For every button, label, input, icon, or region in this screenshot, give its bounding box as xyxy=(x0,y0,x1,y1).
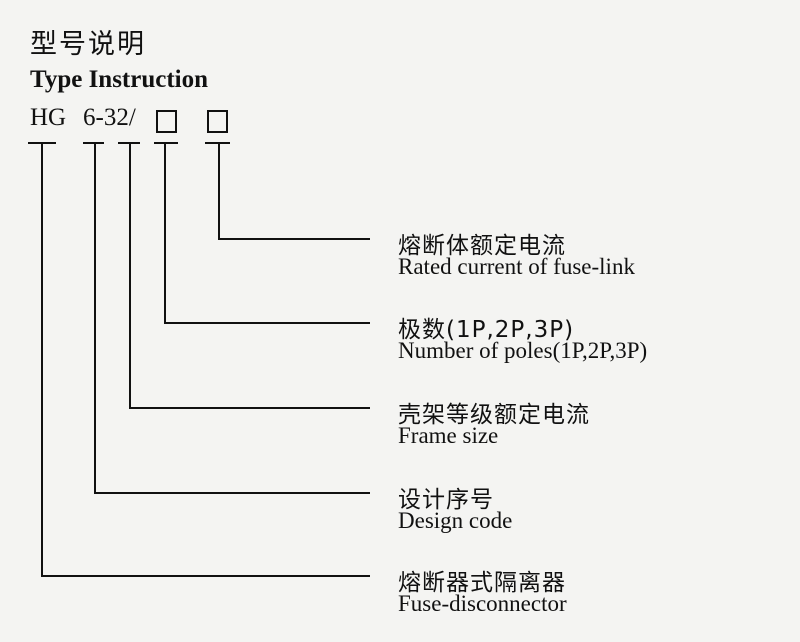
leader-design xyxy=(94,143,370,494)
item-design-en: Design code xyxy=(398,508,513,533)
leader-prefix xyxy=(41,143,370,577)
item-current-en: Rated current of fuse-link xyxy=(398,254,635,279)
item-current-cn: 熔断体额定电流 xyxy=(398,233,566,259)
leader-frame xyxy=(129,143,370,409)
item-frame-cn: 壳架等级额定电流 xyxy=(398,402,590,428)
item-design-cn: 设计序号 xyxy=(398,487,494,513)
item-prefix-en: Fuse-disconnector xyxy=(398,591,567,616)
title-english: Type Instruction xyxy=(30,66,209,93)
item-poles-en: Number of poles(1P,2P,3P) xyxy=(398,338,648,363)
item-frame-en: Frame size xyxy=(398,423,499,448)
item-prefix-cn: 熔断器式隔离器 xyxy=(398,570,566,596)
poles-placeholder-box xyxy=(156,110,177,133)
current-placeholder-box xyxy=(207,110,228,133)
item-poles-cn: 极数(1P,2P,3P) xyxy=(398,317,575,343)
leader-current xyxy=(218,143,370,240)
leader-poles xyxy=(164,143,370,324)
title-chinese: 型号说明 xyxy=(30,29,146,60)
code-prefix: HG xyxy=(30,104,67,131)
code-series: 6-32/ xyxy=(83,104,136,131)
